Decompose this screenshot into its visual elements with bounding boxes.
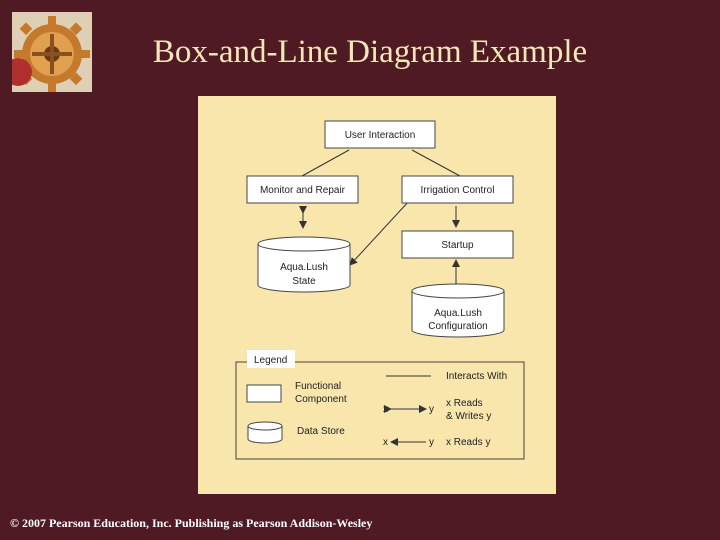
component-monitor-and-repair: Monitor and Repair <box>246 175 359 204</box>
svg-text:x: x <box>383 437 388 448</box>
gear-logo <box>4 12 92 92</box>
slide-title: Box-and-Line Diagram Example <box>152 34 588 70</box>
svg-text:Functional: Functional <box>295 381 341 392</box>
svg-text:Interacts With: Interacts With <box>446 371 507 382</box>
legend-interacts-with: Interacts With <box>386 371 507 382</box>
legend-data-store: Data Store <box>247 421 345 444</box>
svg-text:State: State <box>292 276 316 287</box>
line-ui-irrigation <box>411 149 461 177</box>
legend-frame <box>235 361 525 460</box>
copyright-footer: © 2007 Pearson Education, Inc. Publishin… <box>10 516 373 530</box>
svg-text:x Reads: x Reads <box>446 398 483 409</box>
store-aqualush-configuration: Aqua.Lush Configuration <box>411 283 505 338</box>
arrow-irrigation-state <box>349 192 418 266</box>
svg-text:x: x <box>383 404 388 415</box>
legend-title-bg <box>247 350 295 368</box>
legend-functional-component: Functional Component <box>246 381 347 405</box>
component-startup: Startup <box>401 230 514 259</box>
component-user-interaction: User Interaction <box>324 120 436 149</box>
svg-text:Data Store: Data Store <box>297 426 345 437</box>
svg-text:Aqua.Lush: Aqua.Lush <box>280 262 328 273</box>
svg-text:User Interaction: User Interaction <box>345 130 416 141</box>
line-ui-monitor <box>301 149 350 177</box>
legend-title: Legend <box>254 355 287 366</box>
svg-text:& Writes y: & Writes y <box>446 411 491 422</box>
box-and-line-diagram: User Interaction Monitor and Repair Irri… <box>198 96 556 494</box>
svg-text:Configuration: Configuration <box>428 321 487 332</box>
svg-text:Aqua.Lush: Aqua.Lush <box>434 308 482 319</box>
legend-reads: x y x Reads y <box>383 437 490 448</box>
svg-text:Startup: Startup <box>441 240 474 251</box>
svg-text:Irrigation Control: Irrigation Control <box>421 185 495 196</box>
svg-text:y: y <box>429 404 434 415</box>
svg-text:y: y <box>429 437 434 448</box>
component-irrigation-control: Irrigation Control <box>401 175 514 204</box>
svg-text:Component: Component <box>295 394 347 405</box>
svg-text:Monitor and Repair: Monitor and Repair <box>260 185 346 196</box>
legend-reads-writes: x y x Reads & Writes y <box>383 398 491 422</box>
svg-text:x Reads y: x Reads y <box>446 437 490 448</box>
store-aqualush-state: Aqua.Lush State <box>257 236 351 293</box>
legend: Legend Functional Component Data Store I… <box>235 350 525 460</box>
